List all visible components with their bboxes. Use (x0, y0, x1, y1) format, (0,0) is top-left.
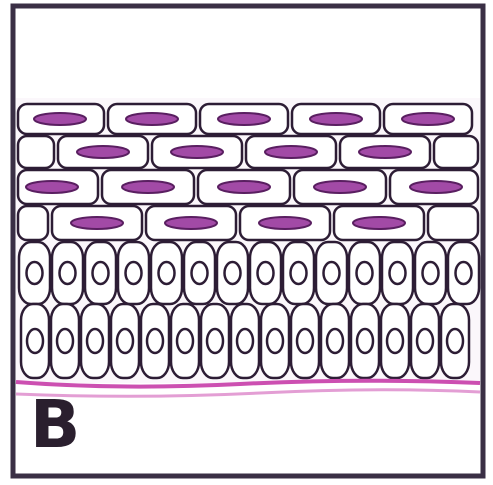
squamous-nucleus (126, 113, 178, 125)
basal-nucleus (159, 262, 175, 284)
squamous-nucleus (310, 113, 362, 125)
basal-nucleus (126, 262, 142, 284)
basal-nucleus (327, 329, 343, 353)
basal-nucleus (390, 262, 406, 284)
basal-nucleus (27, 262, 43, 284)
basal-nucleus (60, 262, 76, 284)
squamous-nucleus (218, 113, 270, 125)
basal-nucleus (258, 262, 274, 284)
squamous-nucleus (165, 217, 217, 229)
squamous-nucleus (218, 181, 270, 193)
connective-tissue-line (16, 390, 480, 397)
squamous-cell-layers (18, 104, 478, 240)
squamous-nucleus (171, 146, 223, 158)
squamous-nucleus (122, 181, 174, 193)
basal-nucleus (192, 262, 208, 284)
panel-label: B (30, 392, 80, 458)
squamous-cell (18, 136, 54, 168)
basal-nucleus (417, 329, 433, 353)
squamous-nucleus (34, 113, 86, 125)
basal-nucleus (27, 329, 43, 353)
squamous-nucleus (265, 146, 317, 158)
basal-nucleus (297, 329, 313, 353)
basal-nucleus (387, 329, 403, 353)
squamous-nucleus (26, 181, 78, 193)
basal-nucleus (177, 329, 193, 353)
squamous-cell (18, 206, 48, 240)
squamous-cell (428, 206, 478, 240)
basal-nucleus (267, 329, 283, 353)
basal-nucleus (291, 262, 307, 284)
squamous-nucleus (410, 181, 462, 193)
basal-nucleus (456, 262, 472, 284)
basal-nucleus (357, 329, 373, 353)
basal-nucleus (87, 329, 103, 353)
basal-nucleus (147, 329, 163, 353)
basal-nucleus (324, 262, 340, 284)
squamous-nucleus (77, 146, 129, 158)
squamous-nucleus (314, 181, 366, 193)
squamous-cell (434, 136, 478, 168)
basal-nucleus (57, 329, 73, 353)
squamous-nucleus (402, 113, 454, 125)
basal-nucleus (447, 329, 463, 353)
squamous-nucleus (259, 217, 311, 229)
basal-nucleus (117, 329, 133, 353)
basal-nucleus (423, 262, 439, 284)
squamous-nucleus (71, 217, 123, 229)
basal-nucleus (93, 262, 109, 284)
basal-nucleus (225, 262, 241, 284)
squamous-nucleus (353, 217, 405, 229)
squamous-nucleus (359, 146, 411, 158)
basal-nucleus (237, 329, 253, 353)
basal-nucleus (207, 329, 223, 353)
basal-nucleus (357, 262, 373, 284)
